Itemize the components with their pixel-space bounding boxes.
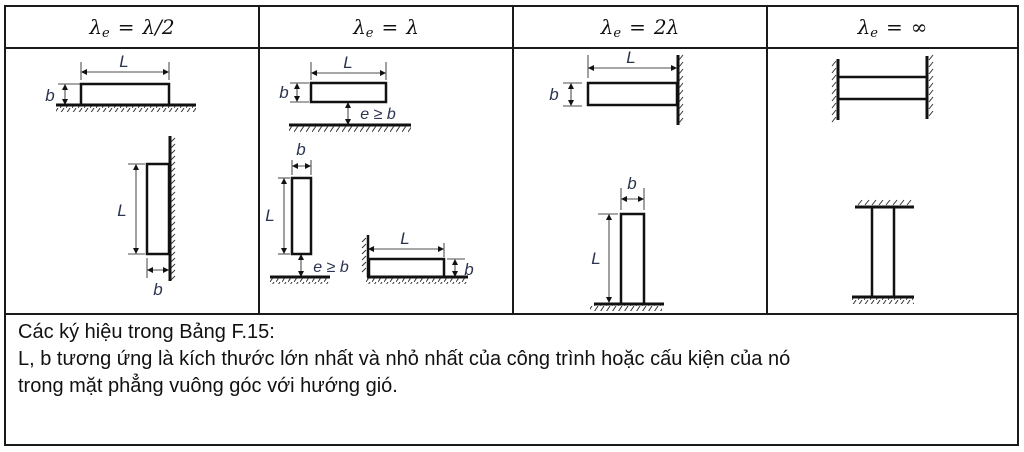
column-divider <box>766 7 768 313</box>
col1-vertical-wall-element: L b <box>117 136 176 299</box>
note-line: trong mặt phẳng vuông góc với hướng gió. <box>18 375 398 397</box>
gap-label: e ≥ b <box>313 259 349 276</box>
column-divider <box>512 7 514 313</box>
col3-cantilever-horizontal: L b <box>549 48 684 125</box>
column-divider <box>258 7 260 313</box>
equals-sign: = <box>381 15 399 39</box>
subscript-e: e <box>613 25 622 41</box>
lambda-symbol: λ <box>353 15 366 39</box>
dim-label-b: b <box>627 174 636 193</box>
dim-label-L: L <box>119 52 128 71</box>
gap-label: e ≥ b <box>360 106 396 123</box>
lambda-symbol: λ <box>600 15 614 39</box>
dim-label-L: L <box>626 48 635 67</box>
figure-row <box>6 49 1017 315</box>
col2-raised-horizontal-element: L b e ≥ b <box>279 53 411 132</box>
lambda-symbol: λ <box>89 15 103 39</box>
note-line: L, b tương ứng là kích thước lớn nhất và… <box>18 348 791 370</box>
note-title: Các ký hiệu trong Bảng F.15: <box>18 321 275 343</box>
dim-label-L: L <box>117 201 126 220</box>
col4-fixed-fixed-horizontal <box>831 54 934 123</box>
header-value: ∞ <box>910 15 928 39</box>
equals-sign: = <box>629 15 646 39</box>
dim-label-b: b <box>45 86 54 105</box>
subscript-e: e <box>365 25 374 41</box>
col2-corner-element: L b <box>361 229 474 284</box>
dim-label-b: b <box>296 140 305 159</box>
subscript-e: e <box>102 25 110 41</box>
dim-label-L: L <box>265 206 274 225</box>
symbol-note: Các ký hiệu trong Bảng F.15: L, b tương … <box>18 319 1008 400</box>
col4-fixed-fixed-vertical <box>850 199 914 304</box>
dim-label-L: L <box>400 229 409 248</box>
lambda-symbol: λ <box>857 15 871 39</box>
header-value: λ/2 <box>142 15 175 39</box>
dim-label-b: b <box>464 260 473 279</box>
dim-label-b: b <box>279 83 288 102</box>
header-value: λ <box>406 15 419 39</box>
col1-horizontal-ground-element: L b <box>45 52 196 112</box>
header-value: 2λ <box>653 15 680 39</box>
col3-cantilever-vertical: b L <box>590 174 664 311</box>
dim-label-b: b <box>153 280 162 299</box>
dim-label-L: L <box>343 53 352 72</box>
subscript-e: e <box>870 25 878 41</box>
dim-label-b: b <box>549 85 558 104</box>
dim-label-L: L <box>591 249 600 268</box>
equals-sign: = <box>885 15 903 39</box>
col2-raised-vertical-element: b L e ≥ b <box>265 140 349 284</box>
equals-sign: = <box>117 15 135 39</box>
